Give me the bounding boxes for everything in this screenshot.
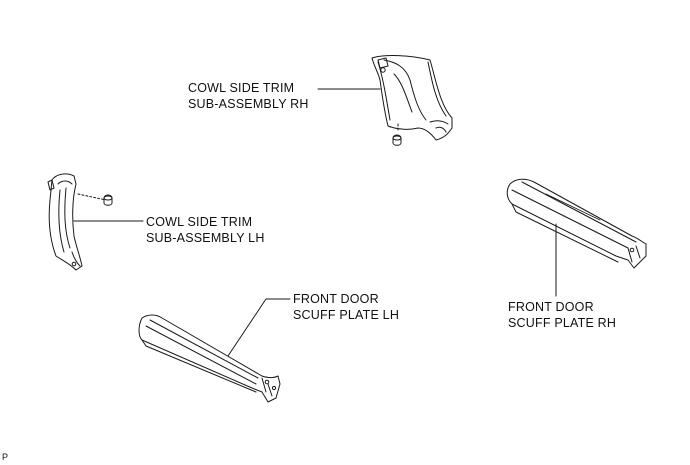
cowl-side-trim-rh-part: [371, 55, 453, 141]
label-scuff-plate-rh: FRONT DOOR SCUFF PLATE RH: [508, 299, 616, 331]
label-cowl-lh-line1: COWL SIDE TRIM: [146, 215, 253, 229]
scuff-plate-rh-part: [506, 178, 647, 269]
label-cowl-side-trim-lh: COWL SIDE TRIM SUB-ASSEMBLY LH: [146, 214, 265, 246]
label-scuff-lh-line1: FRONT DOOR: [293, 292, 379, 306]
cowl-side-trim-lh-part: [47, 173, 107, 271]
label-cowl-side-trim-rh: COWL SIDE TRIM SUB-ASSEMBLY RH: [188, 80, 309, 112]
label-scuff-rh-line1: FRONT DOOR: [508, 300, 594, 314]
scuff-plate-lh-part: [138, 314, 281, 403]
label-scuff-plate-lh: FRONT DOOR SCUFF PLATE LH: [293, 291, 399, 323]
figure-code: P: [2, 452, 9, 462]
clip-rh: [392, 134, 402, 146]
leader-scuff-lh: [227, 298, 291, 357]
label-scuff-rh-line2: SCUFF PLATE RH: [508, 316, 617, 330]
clip-lh: [103, 194, 113, 206]
label-cowl-rh-line1: COWL SIDE TRIM: [188, 81, 295, 95]
label-cowl-lh-line2: SUB-ASSEMBLY LH: [146, 231, 265, 245]
label-scuff-lh-line2: SCUFF PLATE LH: [293, 308, 400, 322]
label-cowl-rh-line2: SUB-ASSEMBLY RH: [188, 97, 309, 111]
